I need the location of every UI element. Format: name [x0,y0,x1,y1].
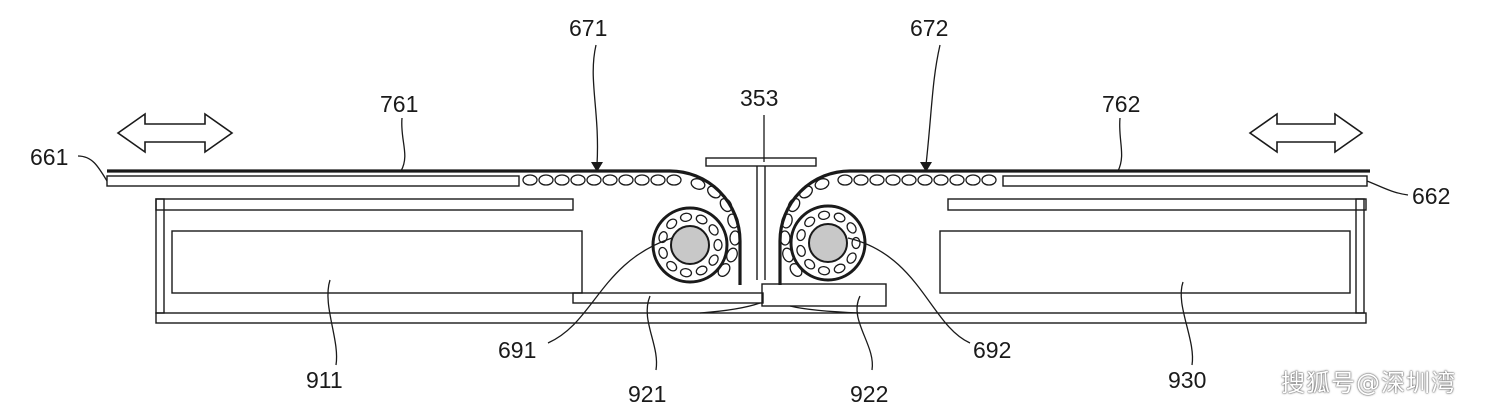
bead [799,185,813,199]
arrowhead-671 [591,162,603,172]
bead [833,212,846,223]
right-roller [789,204,867,282]
bead [634,174,650,186]
label-672: 672 [910,15,948,41]
bead [851,236,861,250]
bead [554,174,570,186]
label-661: 661 [30,144,68,170]
left-double-arrow [116,112,234,154]
right-support-plate [1002,175,1368,187]
label-922: 922 [850,381,888,407]
bead [729,230,741,246]
arrowhead-672 [920,162,932,172]
left-slider [572,292,764,304]
label-921: 921 [628,381,666,407]
bead [833,263,846,274]
bead [949,174,965,186]
bead [804,216,816,228]
bead [781,213,793,229]
bead [666,260,678,272]
bead [846,252,857,264]
bead [796,229,806,242]
bead [796,244,806,257]
bead [658,246,668,259]
bead [869,174,885,186]
bead [708,224,719,236]
flexible-display-sheet [107,169,1370,285]
left-housing [155,198,583,314]
label-762: 762 [1102,91,1140,117]
bead [708,254,719,266]
right-housing [939,198,1367,314]
bead [981,174,997,186]
bead [679,212,693,222]
label-761: 761 [380,91,418,117]
bead [586,174,602,186]
left-support-plate [106,175,520,187]
label-911: 911 [306,367,343,393]
label-671: 671 [569,15,607,41]
bead [837,174,853,186]
bead [650,174,666,186]
bead [853,174,869,186]
base-plate [155,312,1367,324]
bead [817,210,831,220]
label-662: 662 [1412,183,1450,209]
bead [690,178,706,190]
bead-chain [522,174,997,277]
bead [538,174,554,186]
bead [719,197,733,213]
watermark: 搜狐号@深圳湾 [1281,369,1456,397]
bead [666,218,678,230]
label-691: 691 [498,337,536,363]
bead [901,174,917,186]
bead [602,174,618,186]
bead [727,213,739,229]
bead [804,258,816,270]
center-t-bar [705,157,817,280]
bead [713,238,723,252]
bead [618,174,634,186]
label-353: 353 [740,85,778,111]
bead [965,174,981,186]
bead [666,174,682,186]
leader-lines [77,44,1409,371]
right-slider [761,283,887,307]
label-930: 930 [1168,367,1206,393]
bead [695,214,708,225]
bead [933,174,949,186]
bead [522,174,538,186]
bead [817,266,831,276]
bead [679,268,693,278]
bead [787,197,801,213]
bead [885,174,901,186]
bead [814,178,830,190]
bead [695,265,708,276]
bead [570,174,586,186]
label-692: 692 [973,337,1011,363]
bead [707,185,721,199]
bead [846,222,857,234]
bead [917,174,933,186]
left-roller [651,206,729,284]
right-double-arrow [1248,112,1364,154]
